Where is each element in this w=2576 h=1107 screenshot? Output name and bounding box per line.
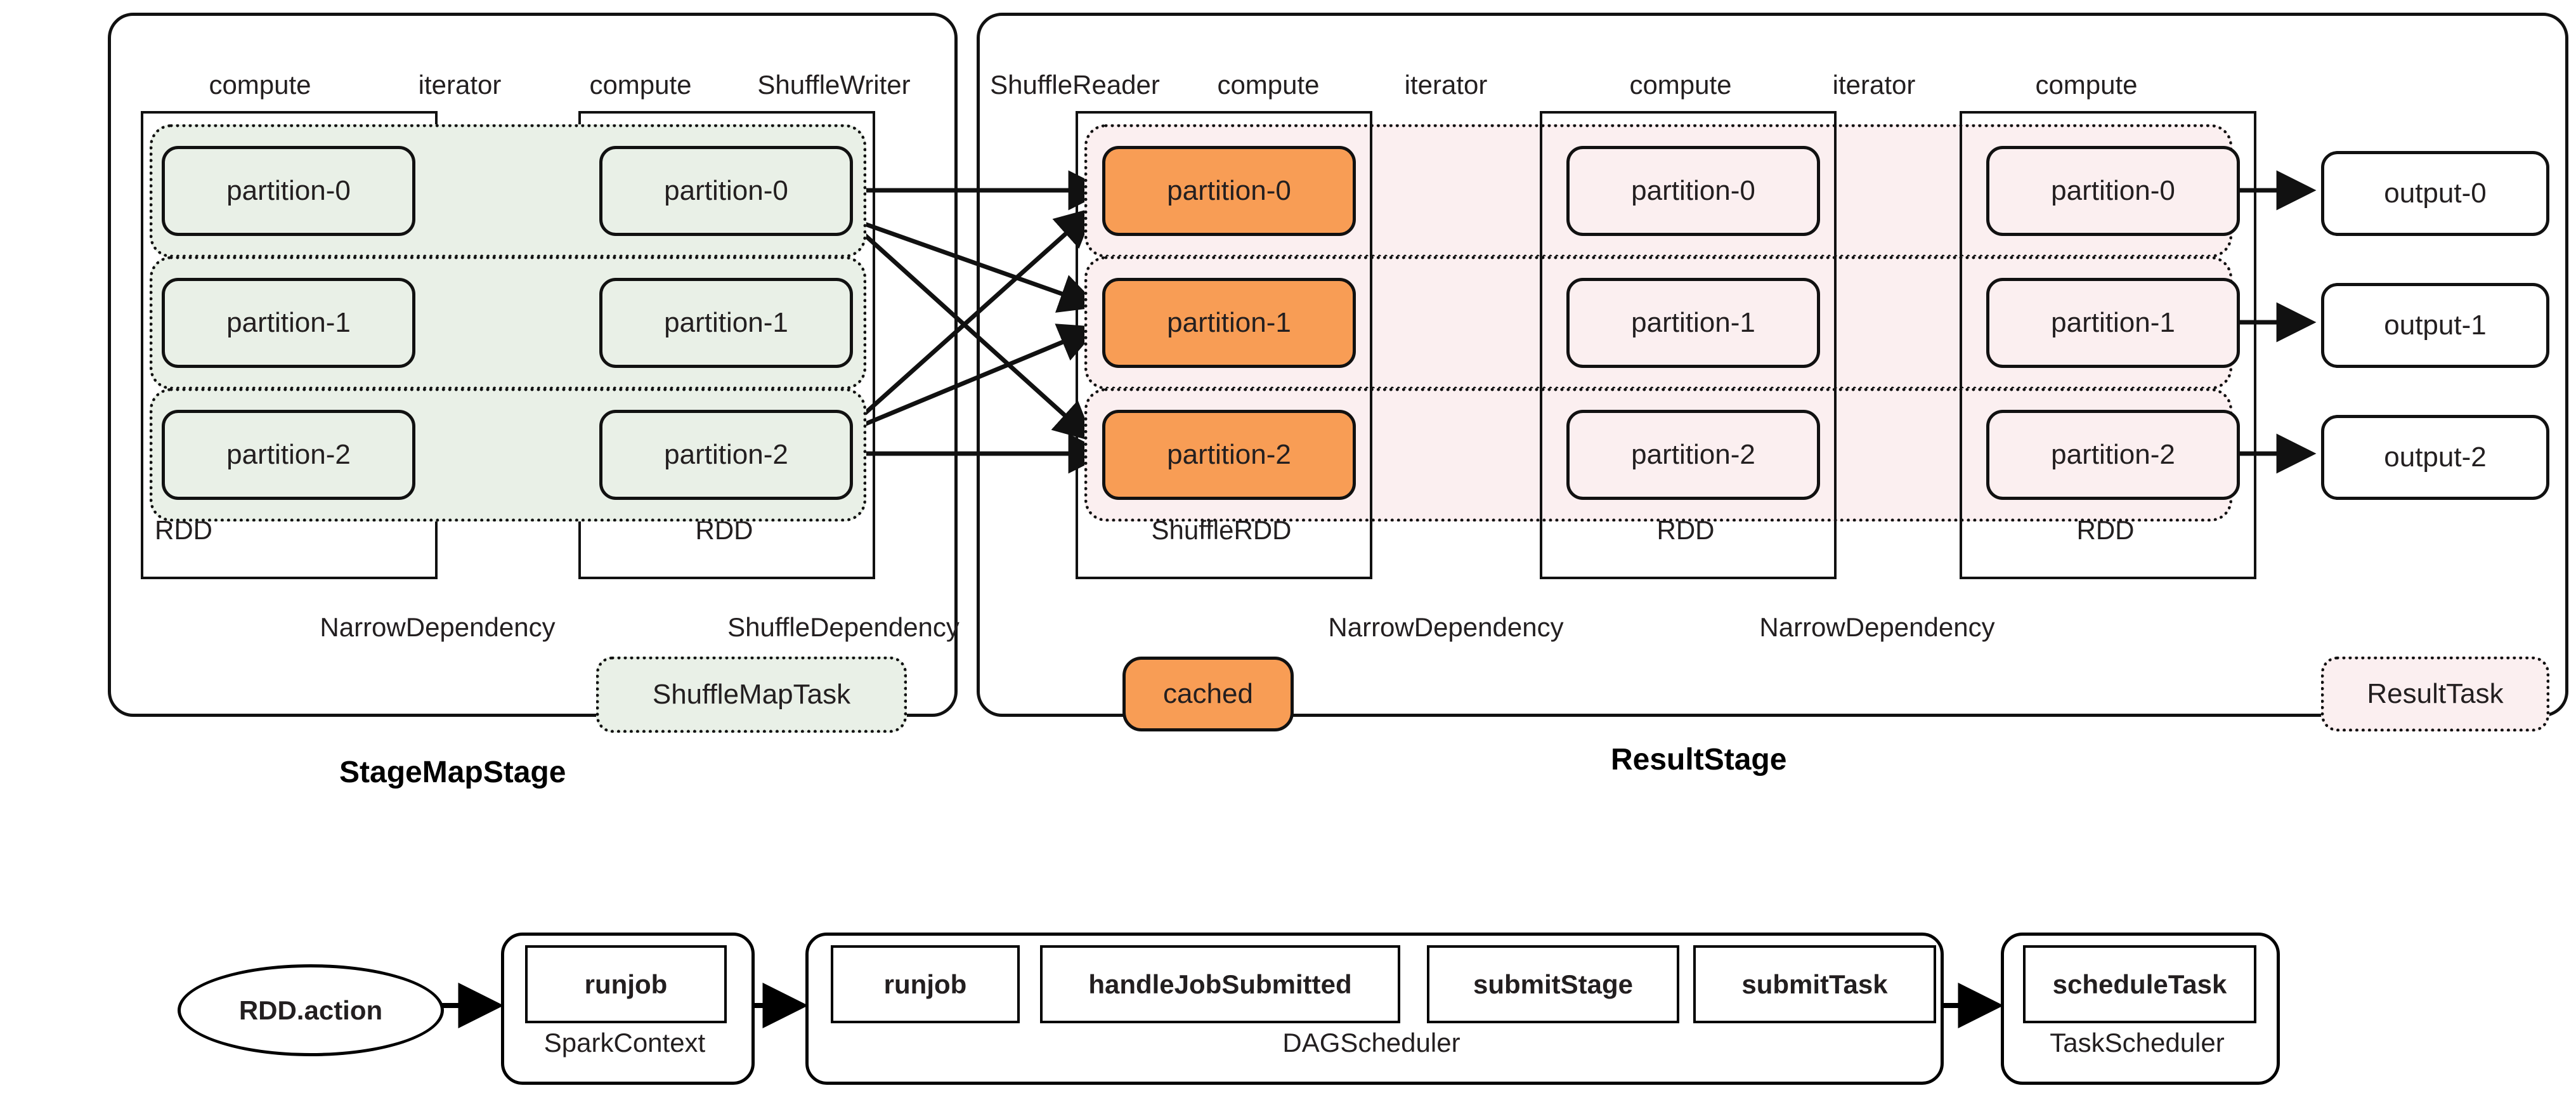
result-rdd2-partition-1[interactable]: partition-1 [1566,278,1820,368]
taskscheduler-scheduletask-box[interactable]: scheduleTask [2023,945,2256,1023]
result-stage-rdd-3 [1960,111,2256,579]
result-rdd3-partition-2[interactable]: partition-2 [1986,410,2240,500]
shufflerdd-partition-1[interactable]: partition-1 [1102,278,1356,368]
map-rdd1-partition-0[interactable]: partition-0 [162,146,415,236]
map-rdd1-partition-2[interactable]: partition-2 [162,410,415,500]
result-task-badge[interactable]: ResultTask [2321,657,2549,731]
result-stage-container [977,13,2568,717]
header-iterator-1: iterator [418,70,502,100]
result-stage-shuffle-rdd [1076,111,1372,579]
header-compute-2: compute [589,70,692,100]
shufflerdd-partition-0[interactable]: partition-0 [1102,146,1356,236]
map-stage-shuffle-dependency: ShuffleDependency [727,612,959,642]
sparkcontext-label: SparkContext [543,1028,706,1058]
header-iterator-3: iterator [1832,70,1916,100]
result-stage-narrow-dependency-2: NarrowDependency [1759,612,1995,642]
map-rdd2-partition-2[interactable]: partition-2 [599,410,853,500]
result-stage-rdd-2-label: RDD [1656,515,1715,545]
shufflerdd-partition-2[interactable]: partition-2 [1102,410,1356,500]
result-rdd3-partition-1[interactable]: partition-1 [1986,278,2240,368]
dagscheduler-handlejobsubmitted-box[interactable]: handleJobSubmitted [1040,945,1400,1023]
header-compute-1: compute [209,70,311,100]
result-stage-caption: ResultStage [1611,743,1787,776]
result-stage-narrow-dependency-1: NarrowDependency [1328,612,1564,642]
header-iterator-2: iterator [1404,70,1488,100]
dagscheduler-runjob-box[interactable]: runjob [831,945,1020,1023]
output-1[interactable]: output-1 [2321,283,2549,368]
dagscheduler-label: DAGScheduler [1282,1028,1460,1058]
dagscheduler-submitstage-box[interactable]: submitStage [1427,945,1679,1023]
map-rdd2-partition-0[interactable]: partition-0 [599,146,853,236]
header-compute-4: compute [1629,70,1732,100]
output-2[interactable]: output-2 [2321,415,2549,500]
taskscheduler-label: TaskScheduler [2050,1028,2225,1058]
header-shuffle-reader: ShuffleReader [990,70,1160,100]
map-rdd1-partition-1[interactable]: partition-1 [162,278,415,368]
header-compute-3: compute [1217,70,1320,100]
result-stage-rdd-3-label: RDD [2076,515,2135,545]
dagscheduler-submittask-box[interactable]: submitTask [1693,945,1936,1023]
result-stage-shuffle-rdd-label: ShuffleRDD [1151,515,1292,545]
map-stage-container [108,13,958,717]
result-rdd2-partition-2[interactable]: partition-2 [1566,410,1820,500]
shuffle-map-task-badge[interactable]: ShuffleMapTask [596,657,907,733]
rdd-action-node[interactable]: RDD.action [178,964,444,1056]
output-0[interactable]: output-0 [2321,151,2549,236]
result-stage-rdd-2 [1540,111,1837,579]
result-rdd2-partition-0[interactable]: partition-0 [1566,146,1820,236]
sparkcontext-runjob-box[interactable]: runjob [525,945,727,1023]
header-shuffle-writer: ShuffleWriter [757,70,911,100]
result-rdd3-partition-0[interactable]: partition-0 [1986,146,2240,236]
map-stage-caption: StageMapStage [339,756,566,789]
cached-badge[interactable]: cached [1122,657,1294,731]
map-stage-narrow-dependency: NarrowDependency [320,612,556,642]
header-compute-5: compute [2035,70,2138,100]
map-rdd2-partition-1[interactable]: partition-1 [599,278,853,368]
